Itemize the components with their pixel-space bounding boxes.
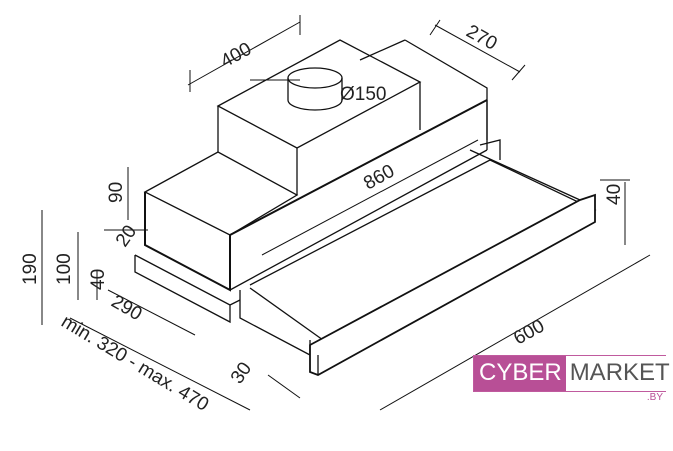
- dim-diameter: Ø150: [340, 84, 386, 105]
- dim-290: 290: [108, 291, 146, 325]
- cybermarket-logo: CYBER MARKET .BY: [473, 355, 673, 403]
- dim-extension: min. 320 - max. 470: [57, 311, 212, 415]
- upper-box: [216, 39, 488, 195]
- logo-suffix: .BY: [646, 392, 663, 403]
- dim-40-slide: 40: [604, 184, 625, 205]
- dim-40-base: 40: [88, 269, 109, 290]
- slide-panel: [249, 139, 597, 376]
- dimension-lines: [41, 15, 651, 411]
- dim-400: 400: [217, 39, 255, 73]
- dim-190: 190: [20, 253, 41, 285]
- logo-part2: MARKET: [565, 356, 673, 391]
- dim-90: 90: [106, 182, 127, 203]
- logo-part1: CYBER: [474, 356, 566, 391]
- dim-600: 600: [510, 316, 548, 350]
- dim-20: 20: [112, 222, 141, 251]
- dim-100: 100: [54, 253, 75, 285]
- dim-270: 270: [463, 21, 501, 55]
- dim-30: 30: [227, 359, 256, 388]
- dim-860: 860: [360, 161, 398, 195]
